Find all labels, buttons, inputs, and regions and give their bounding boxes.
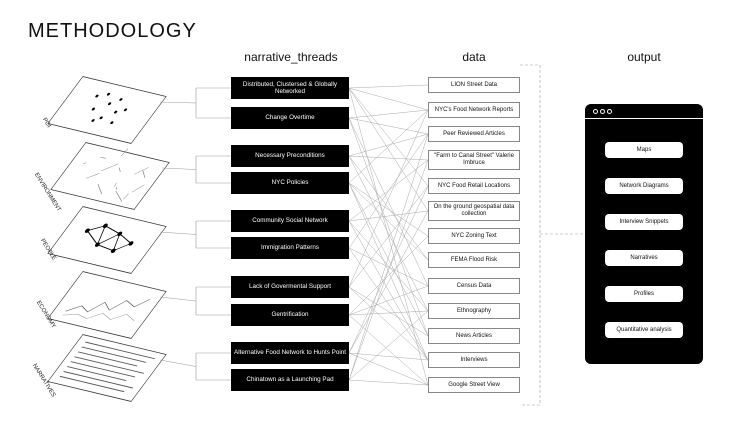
thread-data-link [349, 211, 428, 221]
thread-data-link [349, 88, 428, 385]
thread-data-link [349, 183, 428, 260]
output-item: Quantitative analysis [605, 322, 683, 338]
thread-data-link [349, 156, 428, 311]
card-frame [48, 335, 166, 402]
thread-data-link [349, 221, 428, 311]
bracket-connector [160, 360, 196, 367]
thread-box: Distributed, Clustersed & Globally Netwo… [231, 77, 349, 99]
thread-data-link [349, 248, 428, 286]
card-frame [51, 143, 169, 210]
thread-box: Change Overtime [231, 107, 349, 129]
output-item: Interview Snippets [605, 214, 683, 230]
card-frame [48, 272, 166, 339]
thread-data-link [349, 211, 428, 353]
thread-data-link [349, 380, 428, 385]
thread-data-link [349, 287, 428, 360]
output-item: Network Diagrams [605, 178, 683, 194]
thread-box: Immigration Patterns [231, 237, 349, 259]
data-box: NYC's Food Network Reports [428, 102, 520, 118]
output-item: Narratives [605, 250, 683, 266]
bracket-connector [162, 168, 196, 170]
thread-data-link [349, 110, 428, 118]
data-box: "Farm to Canal Street" Valerie Imbruce [428, 150, 520, 170]
category-card [48, 77, 166, 144]
data-box: LION Street Data [428, 77, 520, 93]
category-card [48, 335, 166, 402]
card-frame [48, 77, 166, 144]
data-box: Google Street View [428, 377, 520, 393]
bracket-connector [160, 102, 196, 103]
window-dot-icon [607, 109, 612, 114]
thread-data-link [349, 311, 428, 380]
thread-data-link [349, 160, 428, 221]
bracket-connector [196, 88, 231, 118]
dashed-bracket [520, 65, 540, 405]
category-card [48, 207, 166, 274]
thread-data-links [349, 85, 428, 385]
thread-box: Gentrification [231, 304, 349, 326]
thread-data-link [349, 85, 428, 88]
bracket-connector [196, 156, 231, 183]
output-item: Profiles [605, 286, 683, 302]
bracket-connector [196, 353, 231, 380]
thread-data-link [349, 353, 428, 360]
thread-box: NYC Policies [231, 172, 349, 194]
data-box: FEMA Flood Risk [428, 252, 520, 268]
category-cards [48, 77, 172, 402]
bracket-connector [160, 232, 196, 235]
bracket-connector [160, 297, 196, 301]
data-box: On the ground geospatial data collection [428, 201, 520, 221]
thread-data-link [349, 156, 428, 160]
thread-data-link [349, 353, 428, 385]
thread-box: Lack of Govermental Support [231, 276, 349, 298]
data-box: NYC Zoning Text [428, 228, 520, 244]
data-box: Interviews [428, 352, 520, 368]
thread-data-link [349, 160, 428, 380]
data-box: Peer Reviewed Articles [428, 126, 520, 142]
bracket-connector [196, 287, 231, 315]
window-dot-icon [600, 109, 605, 114]
output-panel: Maps Network Diagrams Interview Snippets… [585, 104, 703, 364]
bracket-connector [196, 221, 231, 248]
data-box: News Articles [428, 328, 520, 344]
category-brackets [160, 88, 231, 380]
window-dot-icon [593, 109, 598, 114]
thread-box: Community Social Network [231, 210, 349, 232]
thread-box: Alternative Food Network to Hunts Point [231, 342, 349, 364]
data-output-bracket [520, 65, 585, 405]
category-card [48, 272, 166, 339]
thread-data-link [349, 315, 428, 385]
panel-divider [585, 118, 703, 119]
data-box: NYC Food Retail Locations [428, 178, 520, 194]
category-card [51, 139, 172, 209]
output-item: Maps [605, 142, 683, 158]
thread-box: Necessary Preconditions [231, 145, 349, 167]
data-box: Ethnography [428, 303, 520, 319]
thread-data-link [349, 110, 428, 183]
thread-box: Chinatown as a Launching Pad [231, 369, 349, 391]
data-box: Census Data [428, 278, 520, 294]
